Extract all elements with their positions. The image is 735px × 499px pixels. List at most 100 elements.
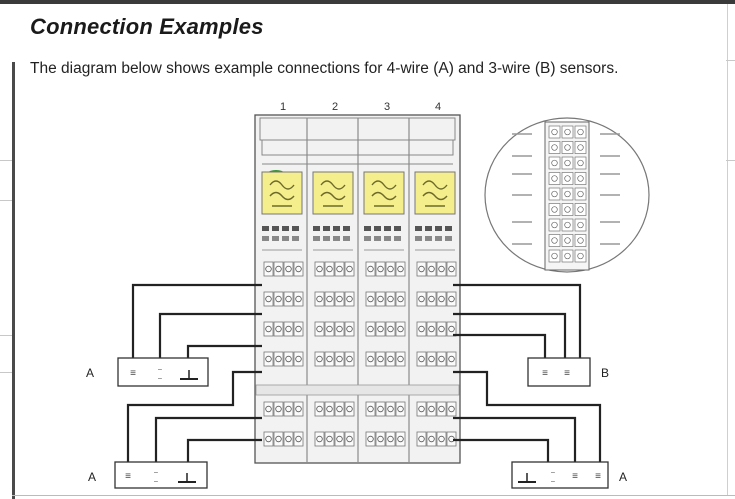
terminal-cell [334, 401, 345, 417]
sensor-b-upper: ≡ ≡ [527, 357, 591, 387]
inset-cell [561, 187, 574, 201]
label-panel [363, 171, 405, 215]
terminal-cell [365, 401, 376, 417]
switch [313, 226, 320, 231]
switch [323, 236, 330, 241]
terminal-cell [375, 351, 386, 367]
switch [435, 226, 442, 231]
terminal-cell [324, 291, 335, 307]
wire [453, 283, 582, 358]
terminal-cell [426, 291, 437, 307]
terminal-cell [324, 431, 335, 447]
switch [333, 226, 340, 231]
switch [425, 226, 432, 231]
terminal-cell [365, 321, 376, 337]
terminal-screw [316, 355, 323, 363]
terminal-cell [273, 261, 284, 277]
inset-cell [574, 234, 587, 247]
terminal-screw [316, 295, 323, 303]
terminal-screw [346, 265, 353, 273]
terminal-screw [265, 325, 272, 333]
inset-screw [551, 128, 558, 136]
inset-cell [548, 203, 561, 216]
terminal-screw [387, 265, 394, 273]
terminal-screw [336, 435, 343, 443]
module-dividers [306, 118, 410, 462]
terminal-screw [285, 325, 292, 333]
inset-screw [577, 206, 584, 213]
switch [384, 236, 391, 241]
terminal-screw [387, 405, 394, 413]
terminal-screw [418, 355, 425, 363]
inset-cell [574, 249, 587, 263]
svg-text:‒: ‒ [158, 375, 162, 382]
terminal-screw [285, 265, 292, 273]
terminal-cell [344, 261, 355, 277]
terminal-screw [326, 355, 333, 363]
terminal-screw [316, 325, 323, 333]
switch [292, 236, 299, 241]
wire [453, 416, 577, 462]
terminal-screw [295, 295, 302, 303]
inset-cell [548, 156, 561, 170]
switch [272, 226, 279, 231]
inset-screw [551, 175, 558, 182]
terminal-cell [273, 401, 284, 417]
terminal-cell [385, 261, 396, 277]
inset-screw [551, 190, 558, 198]
terminal-screw [387, 355, 394, 363]
switch [394, 236, 401, 241]
terminal-screw [367, 405, 374, 413]
terminal-screw [448, 405, 455, 413]
terminal-cell [283, 321, 294, 337]
terminal-screw [336, 405, 343, 413]
inset-cell [574, 218, 587, 232]
terminal-screw [438, 295, 445, 303]
terminal-screw [418, 405, 425, 413]
terminal-screw [428, 325, 435, 333]
terminal-screw [316, 405, 323, 413]
terminal-screw [346, 355, 353, 363]
inset-cell [561, 249, 574, 263]
terminal-screw [387, 435, 394, 443]
terminal-screw [367, 355, 374, 363]
channel-number-4: 4 [435, 101, 441, 113]
terminal-cell [283, 401, 294, 417]
label-glyph [422, 180, 448, 207]
sensor-a-lower-left: ≡ ‒ ‒ [114, 461, 208, 489]
terminal-cell [395, 261, 406, 277]
wire [453, 438, 550, 462]
margin-tick [0, 160, 12, 161]
switch [292, 226, 299, 231]
svg-text:≡: ≡ [542, 368, 548, 379]
terminal-cell [324, 401, 335, 417]
terminal-cell [334, 291, 345, 307]
inset-screw [551, 206, 558, 213]
wire [131, 283, 262, 358]
terminal-screw [295, 265, 302, 273]
margin-tick [726, 60, 735, 61]
terminal-cell [334, 431, 345, 447]
inset-screw [577, 175, 584, 182]
terminal-screw [428, 405, 435, 413]
inset-screw [551, 237, 558, 244]
terminal-cell [426, 401, 437, 417]
terminal-cell [395, 351, 406, 367]
terminal-screw [316, 265, 323, 273]
terminal-cell [375, 321, 386, 337]
terminal-cell [263, 261, 274, 277]
terminal-cell [344, 291, 355, 307]
inset-cell [574, 156, 587, 170]
terminal-cell [446, 321, 457, 337]
inset-screw [577, 237, 584, 244]
switch [394, 226, 401, 231]
label-panels [261, 171, 456, 215]
terminal-screw [438, 405, 445, 413]
terminal-cell [293, 291, 304, 307]
terminal-screw [448, 355, 455, 363]
module-top-housing [259, 117, 456, 165]
terminal-cell [436, 321, 447, 337]
terminal-cell [446, 291, 457, 307]
terminal-cell [416, 291, 427, 307]
terminal-cell [416, 321, 427, 337]
